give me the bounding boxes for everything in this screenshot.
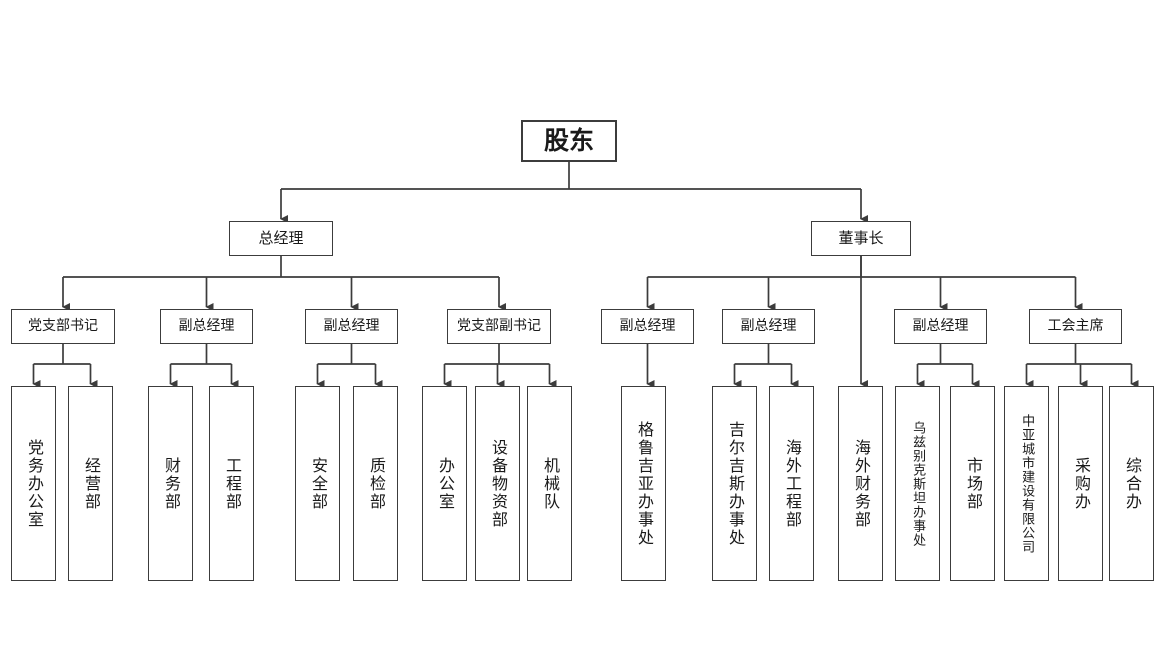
node-label: 副总经理 [178, 318, 235, 335]
org-node-m1[interactable]: 党支部书记 [11, 309, 115, 344]
org-node-l6[interactable]: 质检部 [353, 386, 398, 581]
node-label: 乌兹别克斯坦办事处 [910, 420, 926, 547]
node-label: 采购办 [1071, 456, 1091, 511]
org-node-l7[interactable]: 办公室 [422, 386, 467, 581]
node-label: 海外财务部 [851, 438, 871, 529]
org-node-m7[interactable]: 副总经理 [894, 309, 987, 344]
node-label: 机械队 [540, 456, 560, 511]
node-label: 海外工程部 [782, 438, 802, 529]
org-node-l17[interactable]: 采购办 [1058, 386, 1103, 581]
node-label: 安全部 [308, 456, 328, 511]
org-node-l16[interactable]: 中亚城市建设有限公司 [1004, 386, 1049, 581]
org-node-l8[interactable]: 设备物资部 [475, 386, 520, 581]
node-label: 综合办 [1122, 456, 1142, 511]
node-label: 副总经理 [619, 318, 676, 335]
org-node-l15[interactable]: 市场部 [950, 386, 995, 581]
node-label: 设备物资部 [488, 438, 508, 529]
org-node-m4[interactable]: 党支部副书记 [447, 309, 551, 344]
org-node-l1[interactable]: 党务办公室 [11, 386, 56, 581]
org-node-l4[interactable]: 工程部 [209, 386, 254, 581]
org-node-l10[interactable]: 格鲁吉亚办事处 [621, 386, 666, 581]
node-label: 党务办公室 [24, 438, 44, 529]
node-label: 工会主席 [1047, 318, 1104, 335]
org-node-l12[interactable]: 海外工程部 [769, 386, 814, 581]
org-node-m2[interactable]: 副总经理 [160, 309, 253, 344]
node-label: 办公室 [435, 456, 455, 511]
node-label: 中亚城市建设有限公司 [1019, 413, 1035, 554]
node-label: 党支部书记 [28, 318, 98, 335]
org-node-l2[interactable]: 经营部 [68, 386, 113, 581]
org-node-gm[interactable]: 总经理 [229, 221, 333, 256]
org-node-m8[interactable]: 工会主席 [1029, 309, 1122, 344]
node-label: 副总经理 [323, 318, 380, 335]
org-node-l5[interactable]: 安全部 [295, 386, 340, 581]
node-label: 副总经理 [740, 318, 797, 335]
node-label: 吉尔吉斯办事处 [725, 420, 745, 547]
node-label: 经营部 [81, 456, 101, 511]
node-label: 副总经理 [912, 318, 969, 335]
org-node-m6[interactable]: 副总经理 [722, 309, 815, 344]
org-node-chair[interactable]: 董事长 [811, 221, 911, 256]
node-label: 市场部 [963, 456, 983, 511]
org-node-l18[interactable]: 综合办 [1109, 386, 1154, 581]
node-label: 总经理 [258, 228, 304, 247]
org-node-l3[interactable]: 财务部 [148, 386, 193, 581]
node-label: 格鲁吉亚办事处 [634, 420, 654, 547]
node-label: 质检部 [366, 456, 386, 511]
node-label: 工程部 [222, 456, 242, 511]
org-node-root[interactable]: 股东 [521, 120, 617, 162]
node-label: 董事长 [838, 228, 884, 247]
org-node-l13[interactable]: 海外财务部 [838, 386, 883, 581]
node-label: 党支部副书记 [457, 318, 541, 335]
org-node-l9[interactable]: 机械队 [527, 386, 572, 581]
node-label: 财务部 [161, 456, 181, 511]
org-node-m5[interactable]: 副总经理 [601, 309, 694, 344]
node-label: 股东 [543, 126, 594, 156]
org-node-m3[interactable]: 副总经理 [305, 309, 398, 344]
org-node-l11[interactable]: 吉尔吉斯办事处 [712, 386, 757, 581]
org-node-l14[interactable]: 乌兹别克斯坦办事处 [895, 386, 940, 581]
